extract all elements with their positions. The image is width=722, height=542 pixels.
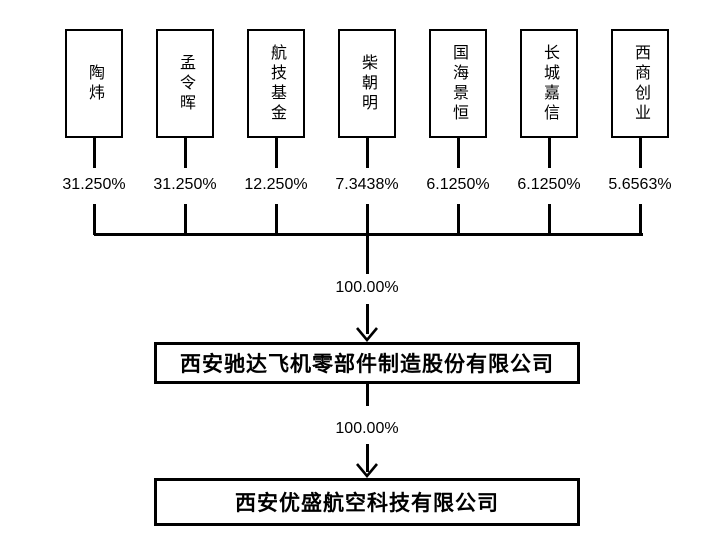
connector-line-mid: [365, 384, 369, 406]
connector-column: 5.6563%: [598, 138, 682, 235]
shareholder-name: 孟令晖: [177, 53, 194, 114]
connector-line-top: [183, 138, 187, 168]
shareholder-name: 柴朝明: [359, 53, 376, 114]
connector-line-top: [274, 138, 278, 168]
connector-line-bottom: [274, 204, 278, 235]
ownership-percentage: 5.6563%: [608, 176, 672, 193]
total-ownership-level2: 100.00%: [335, 420, 399, 437]
shareholder-box: 长城嘉信: [520, 29, 578, 138]
connector-line-bottom: [547, 204, 551, 235]
trunk-line: [365, 233, 369, 274]
connector-column: 6.1250%: [416, 138, 500, 235]
connector-line-top: [638, 138, 642, 168]
connector-line-bottom: [456, 204, 460, 235]
shareholder-box: 柴朝明: [338, 29, 396, 138]
connector-column: 31.250%: [143, 138, 227, 235]
shareholder-name: 西商创业: [632, 43, 649, 124]
shareholder-name: 长城嘉信: [541, 43, 558, 124]
shareholder-box: 陶炜: [65, 29, 123, 138]
shareholder-name: 航技基金: [268, 43, 285, 124]
connector-line-top: [547, 138, 551, 168]
ownership-percentage: 12.250%: [244, 176, 308, 193]
arrow-shaft: [365, 304, 369, 334]
arrow-down-icon: [356, 327, 378, 342]
company-box-level2: 西安优盛航空科技有限公司: [154, 478, 580, 526]
ownership-percentage: 31.250%: [62, 176, 126, 193]
company-name-level1: 西安驰达飞机零部件制造股份有限公司: [180, 353, 554, 376]
ownership-percentage: 31.250%: [153, 176, 217, 193]
shareholder-box: 航技基金: [247, 29, 305, 138]
connector-line-top: [365, 138, 369, 168]
company-name-level2: 西安优盛航空科技有限公司: [235, 492, 499, 515]
ownership-percentage: 7.3438%: [335, 176, 399, 193]
connector-column: 7.3438%: [325, 138, 409, 235]
bus-line: [94, 233, 643, 236]
ownership-percentage: 6.1250%: [517, 176, 581, 193]
connector-line-top: [456, 138, 460, 168]
arrow-down-icon: [356, 463, 378, 478]
shareholder-name: 国海景恒: [450, 43, 467, 124]
arrow-shaft: [365, 444, 369, 472]
shareholder-box: 国海景恒: [429, 29, 487, 138]
company-box-level1: 西安驰达飞机零部件制造股份有限公司: [154, 342, 580, 384]
connector-line-bottom: [365, 204, 369, 235]
connector-line-bottom: [638, 204, 642, 235]
connector-line-bottom: [183, 204, 187, 235]
shareholder-box: 西商创业: [611, 29, 669, 138]
connector-column: 6.1250%: [507, 138, 591, 235]
total-ownership-level1: 100.00%: [335, 279, 399, 296]
ownership-percentage: 6.1250%: [426, 176, 490, 193]
connector-line-top: [92, 138, 96, 168]
shareholder-box: 孟令晖: [156, 29, 214, 138]
connector-line-bottom: [92, 204, 96, 235]
connector-column: 12.250%: [234, 138, 318, 235]
shareholder-name: 陶炜: [86, 63, 103, 104]
connector-column: 31.250%: [52, 138, 136, 235]
